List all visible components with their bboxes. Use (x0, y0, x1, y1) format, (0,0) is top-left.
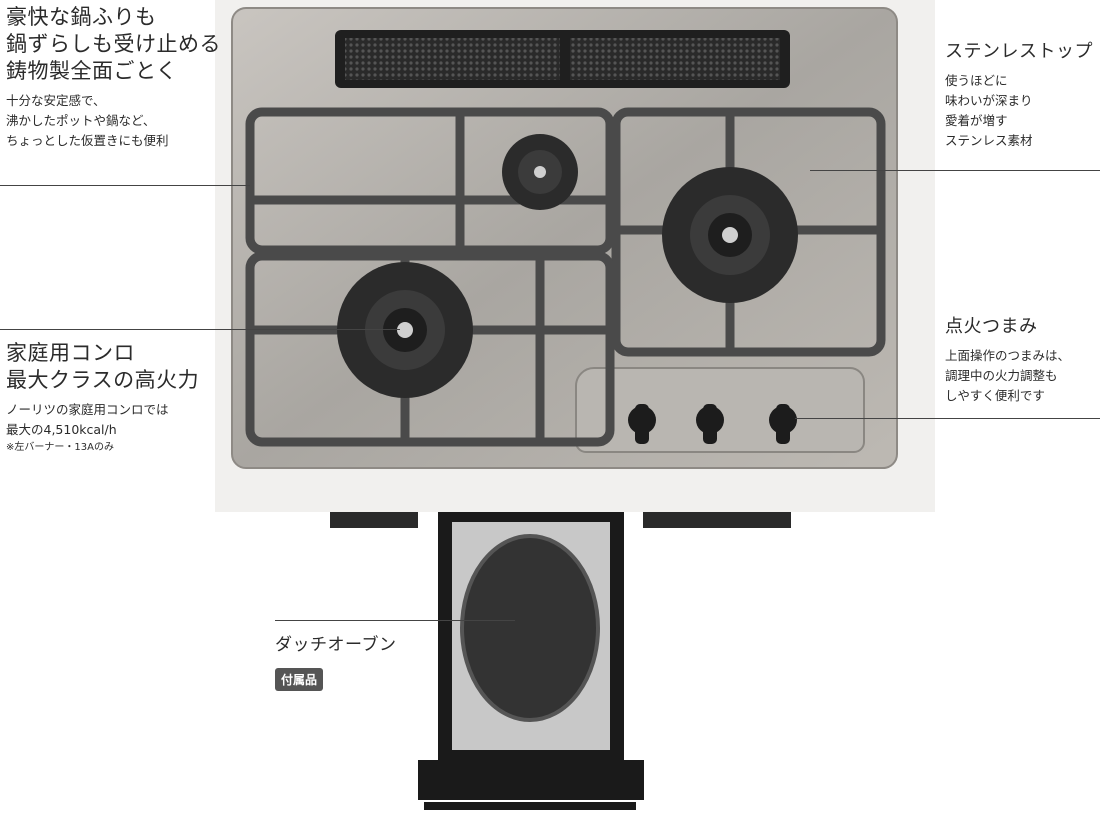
control-panel (575, 367, 865, 453)
burner-leader-line (0, 329, 400, 330)
grate-heading: 豪快な鍋ふりも 鍋ずらしも受け止める 鋳物製全面ごとく (6, 5, 221, 83)
dutch-oven-drawer (418, 512, 644, 810)
cast-iron-grate (245, 107, 886, 447)
knob-body: 上面操作のつまみは、 調理中の火力調整も しやすく便利です (945, 348, 1071, 403)
burner-body: ノーリツの家庭用コンロでは 最大の4,510kcal/h (6, 402, 169, 437)
grate-annotation: 豪快な鍋ふりも 鍋ずらしも受け止める 鋳物製全面ごとく 十分な安定感で、 沸かし… (6, 4, 236, 151)
grate-leader-line (0, 185, 250, 186)
stainless-body: 使うほどに 味わいが深まり 愛着が増す ステンレス素材 (945, 73, 1033, 148)
oven-heading: ダッチオーブン (275, 635, 397, 655)
knob-annotation: 点火つまみ 上面操作のつまみは、 調理中の火力調整も しやすく便利です (945, 313, 1100, 406)
burner-right (662, 167, 798, 303)
accessory-badge: 付属品 (275, 668, 324, 691)
ignition-knobs (628, 404, 797, 444)
burner-left (337, 262, 473, 398)
oven-annotation: ダッチオーブン (275, 632, 435, 659)
knob-leader-line (795, 418, 1100, 419)
stainless-annotation: ステンレストップ 使うほどに 味わいが深まり 愛着が増す ステンレス素材 (945, 38, 1100, 151)
burner-heading: 家庭用コンロ 最大クラスの高火力 (6, 341, 200, 392)
grate-body: 十分な安定感で、 沸かしたポットや鍋など、 ちょっとした仮置きにも便利 (6, 93, 169, 148)
oven-leader-line (275, 620, 515, 621)
stainless-leader-line (810, 170, 1100, 171)
stainless-heading: ステンレストップ (945, 41, 1093, 62)
knob-heading: 点火つまみ (945, 316, 1038, 337)
burner-small (502, 134, 578, 210)
burner-annotation: 家庭用コンロ 最大クラスの高火力 ノーリツの家庭用コンロでは 最大の4,510k… (6, 340, 231, 456)
burner-note: ※左バーナー・13Aのみ (6, 442, 114, 453)
